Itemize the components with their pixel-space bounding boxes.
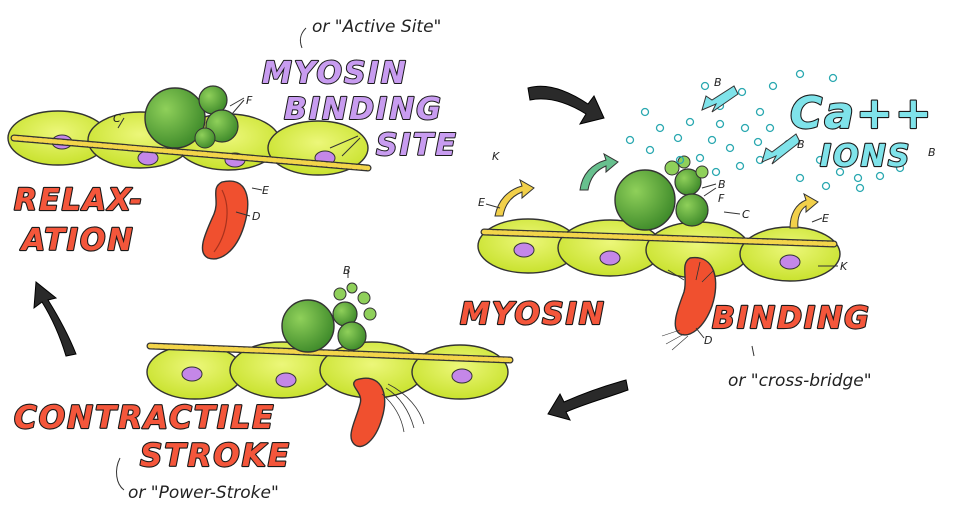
active-site [780,255,800,269]
myosin-binding-site-line-3: SITE [376,128,458,163]
myosin-binding-label: MYOSIN BINDING [460,297,871,336]
contractile-stroke-label: CONTRACTILE STROKE [14,400,291,474]
conformation-arrow [580,154,618,190]
power-stroke-note: or "Power-Stroke" [128,483,279,503]
active-site [514,243,534,257]
active-site-note: or "Active Site" [312,17,441,37]
letter-k-site: K [492,150,500,163]
active-site [600,251,620,265]
calcium-arrow [702,86,738,112]
myosin-binding-site-line-1: MYOSIN [262,56,408,91]
myosin-binding-site-line-2: BINDING [284,92,443,127]
letter-b-binding: B [718,178,726,191]
letter-e-relaxation: E [262,184,269,197]
relaxation-label: RELAX- ATION [14,183,144,258]
actin-filament-stroke [147,342,510,399]
relaxation-line-1: RELAX- [14,183,144,218]
troponin-complex-binding [615,156,708,230]
actin-filament-binding [478,219,840,281]
letter-k-binding: K [840,260,848,273]
letter-b-ion-2: B [797,138,805,151]
conformation-arrow [495,180,534,216]
contractile-stroke-line-1: CONTRACTILE [14,400,275,436]
calcium-ions-label: Ca++ IONS [790,88,934,174]
letter-c-relaxation: C [113,112,121,125]
cycle-arrow-relaxation-to-binding [528,86,604,124]
letter-b-ion: B [714,76,722,89]
cycle-arrow-binding-to-stroke [548,380,628,420]
active-site [182,367,202,381]
ions-text: IONS [820,139,911,174]
letter-e-binding-right: E [822,212,829,225]
letter-b-stroke: B [343,264,351,277]
letter-f-relaxation: F [246,94,253,107]
contractile-stroke-line-2: STROKE [140,438,291,474]
letter-c-binding: C [742,208,750,221]
cross-bridge-note: or "cross-bridge" [728,371,872,391]
letter-e-binding-left: E [478,196,485,209]
calcium-symbol: Ca++ [790,88,934,139]
myosin-head-relaxation [202,181,247,259]
troponin-complex-relaxation [145,86,238,148]
troponin-complex-stroke [282,283,376,352]
letter-b-ions: B [928,146,936,159]
active-site [452,369,472,383]
myosin-head-stroke [351,378,385,446]
cycle-arrow-stroke-to-relaxation [34,282,76,356]
letter-f-binding: F [718,192,725,205]
active-site [276,373,296,387]
conformation-arrow [790,194,818,228]
myosin-binding-word-1: MYOSIN [460,297,606,332]
myosin-binding-word-2: BINDING [712,301,871,336]
letter-d-relaxation: D [252,210,260,223]
relaxation-line-2: ATION [20,223,135,258]
